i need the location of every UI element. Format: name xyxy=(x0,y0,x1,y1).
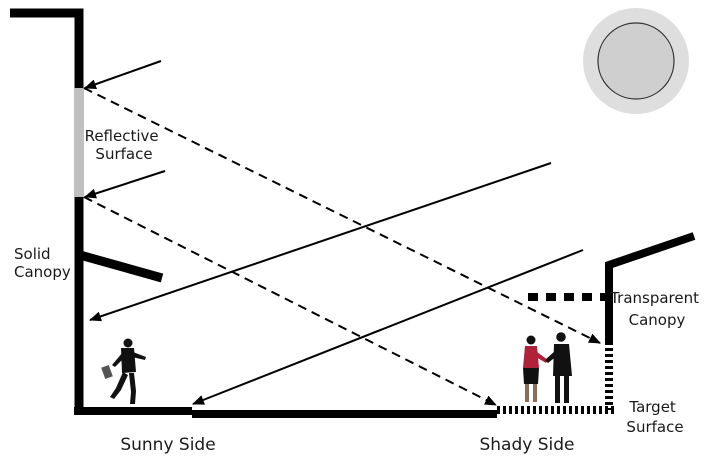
target-surface-label: Target Surface xyxy=(626,398,683,436)
left-building-wall xyxy=(10,13,84,412)
transparent-canopy-label: Transparent Canopy xyxy=(609,289,704,329)
solid-canopy-bar xyxy=(80,255,162,278)
sun-icon xyxy=(583,8,689,114)
sunny-side-label: Sunny Side xyxy=(120,435,215,455)
incoming-light-rays xyxy=(85,61,583,404)
handshake-icon xyxy=(523,332,572,403)
running-businessman-icon xyxy=(101,339,146,405)
solid-canopy-label: Solid Canopy xyxy=(14,245,71,281)
reflective-surface-label: Reflective Surface xyxy=(85,127,164,163)
reflective-surface-panel xyxy=(74,88,84,197)
shady-side-label: Shady Side xyxy=(479,435,574,455)
ground-plane xyxy=(74,410,616,414)
